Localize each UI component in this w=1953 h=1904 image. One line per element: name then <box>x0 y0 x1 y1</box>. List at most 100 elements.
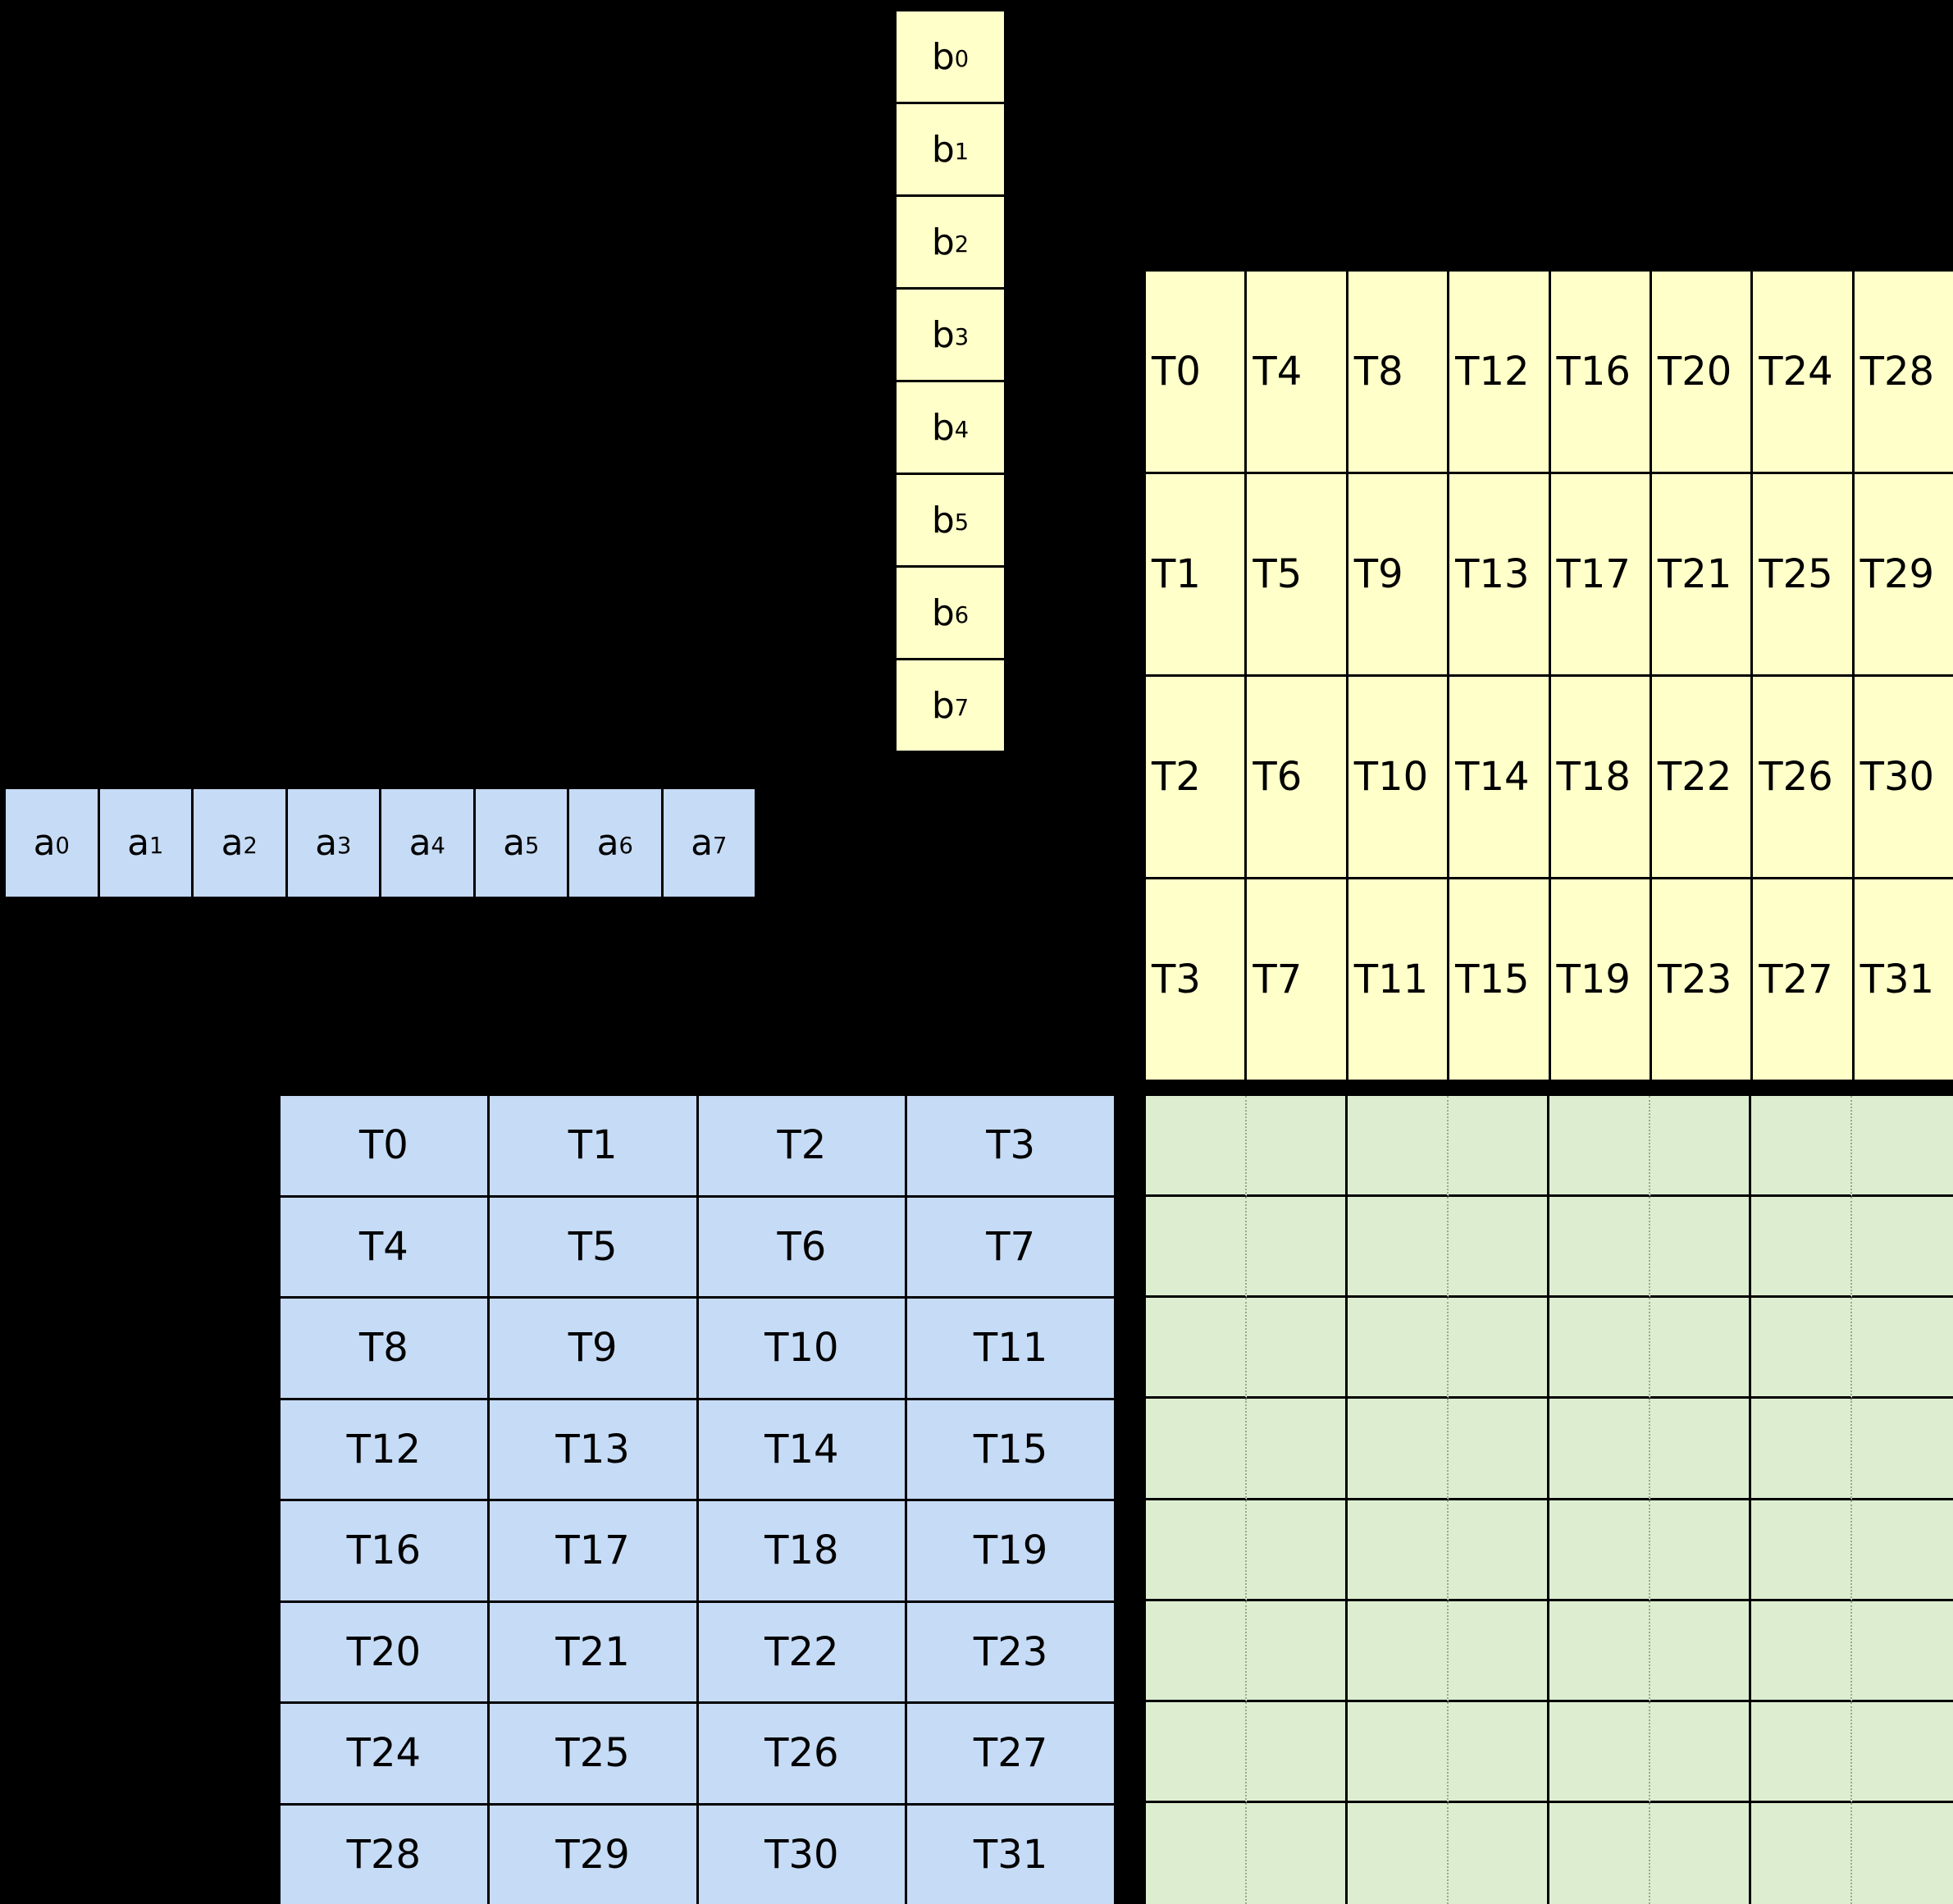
output-cell <box>1146 1701 1247 1803</box>
colwise-cell-t27: T27 <box>1753 879 1852 1080</box>
rowwise-cell-t30: T30 <box>698 1805 906 1904</box>
colwise-cell-t19: T19 <box>1550 879 1650 1080</box>
colwise-cell-t18: T18 <box>1550 677 1650 877</box>
output-cell <box>1348 1399 1449 1500</box>
output-cell <box>1650 1701 1751 1803</box>
colwise-cell-t4: T4 <box>1247 272 1346 472</box>
output-cell <box>1146 1802 1247 1904</box>
output-cell <box>1650 1399 1751 1500</box>
colwise-cell-t14: T14 <box>1449 677 1549 877</box>
output-cell <box>1146 1298 1247 1399</box>
rowwise-cell-t11: T11 <box>907 1299 1114 1398</box>
output-cell <box>1751 1802 1852 1904</box>
rowwise-cell-t10: T10 <box>698 1299 906 1398</box>
output-cell <box>1751 1701 1852 1803</box>
output-cell <box>1348 1701 1449 1803</box>
colwise-cell-t12: T12 <box>1449 272 1549 472</box>
colwise-cell-t13: T13 <box>1449 474 1549 674</box>
output-cell <box>1549 1197 1650 1299</box>
output-cell <box>1852 1197 1953 1299</box>
output-cell <box>1751 1399 1852 1500</box>
colwise-cell-t30: T30 <box>1854 677 1953 877</box>
colwise-cell-t25: T25 <box>1753 474 1852 674</box>
rowwise-cell-t18: T18 <box>698 1501 906 1600</box>
output-cell <box>1549 1701 1650 1803</box>
colwise-cell-t23: T23 <box>1651 879 1751 1080</box>
rowwise-cell-t6: T6 <box>698 1197 906 1296</box>
output-cell <box>1650 1298 1751 1399</box>
output-cell <box>1247 1399 1348 1500</box>
colwise-cell-t2: T2 <box>1146 677 1245 877</box>
rowwise-cell-t25: T25 <box>489 1704 696 1803</box>
colwise-cell-t1: T1 <box>1146 474 1245 674</box>
output-cell <box>1348 1600 1449 1702</box>
output-cell <box>1549 1500 1650 1601</box>
output-cell <box>1549 1600 1650 1702</box>
output-cell <box>1146 1096 1247 1198</box>
output-cell <box>1852 1500 1953 1601</box>
rowwise-cell-t12: T12 <box>281 1399 487 1499</box>
colwise-cell-t16: T16 <box>1550 272 1650 472</box>
output-cell <box>1852 1096 1953 1198</box>
colwise-cell-t24: T24 <box>1753 272 1852 472</box>
output-cell <box>1650 1802 1751 1904</box>
rowwise-cell-t2: T2 <box>698 1096 906 1195</box>
output-cell <box>1348 1500 1449 1601</box>
colwise-cell-t31: T31 <box>1854 879 1953 1080</box>
rowwise-cell-t23: T23 <box>907 1602 1114 1701</box>
output-cell <box>1549 1096 1650 1198</box>
rowwise-cell-t5: T5 <box>489 1197 696 1296</box>
colwise-cell-t21: T21 <box>1651 474 1751 674</box>
output-cell <box>1449 1399 1549 1500</box>
output-cell <box>1449 1600 1549 1702</box>
colwise-cell-t0: T0 <box>1146 272 1245 472</box>
rowwise-cell-t31: T31 <box>907 1805 1114 1904</box>
output-cell <box>1348 1298 1449 1399</box>
rowwise-cell-t19: T19 <box>907 1501 1114 1600</box>
colwise-cell-t10: T10 <box>1348 677 1448 877</box>
rowwise-cell-t7: T7 <box>907 1197 1114 1296</box>
colwise-cell-t20: T20 <box>1651 272 1751 472</box>
colwise-cell-t22: T22 <box>1651 677 1751 877</box>
colwise-cell-t8: T8 <box>1348 272 1448 472</box>
output-cell <box>1650 1500 1751 1601</box>
output-cell <box>1146 1399 1247 1500</box>
rowwise-cell-t16: T16 <box>281 1501 487 1600</box>
colwise-cell-t15: T15 <box>1449 879 1549 1080</box>
colwise-cell-t9: T9 <box>1348 474 1448 674</box>
rowwise-cell-t20: T20 <box>281 1602 487 1701</box>
output-cell <box>1146 1197 1247 1299</box>
rowwise-cell-t14: T14 <box>698 1399 906 1499</box>
rowwise-cell-t3: T3 <box>907 1096 1114 1195</box>
output-tile-grid <box>1146 1096 1953 1904</box>
output-cell <box>1348 1802 1449 1904</box>
rowwise-cell-t21: T21 <box>489 1602 696 1701</box>
output-cell <box>1449 1802 1549 1904</box>
output-cell <box>1348 1197 1449 1299</box>
rowwise-cell-t15: T15 <box>907 1399 1114 1499</box>
rowwise-cell-t29: T29 <box>489 1805 696 1904</box>
rowwise-cell-t9: T9 <box>489 1299 696 1398</box>
colwise-cell-t7: T7 <box>1247 879 1346 1080</box>
output-cell <box>1449 1701 1549 1803</box>
output-cell <box>1852 1399 1953 1500</box>
output-cell <box>1449 1197 1549 1299</box>
output-cell <box>1751 1197 1852 1299</box>
rowwise-cell-t4: T4 <box>281 1197 487 1296</box>
rowwise-cell-t26: T26 <box>698 1704 906 1803</box>
rowwise-cell-t13: T13 <box>489 1399 696 1499</box>
output-cell <box>1650 1096 1751 1198</box>
